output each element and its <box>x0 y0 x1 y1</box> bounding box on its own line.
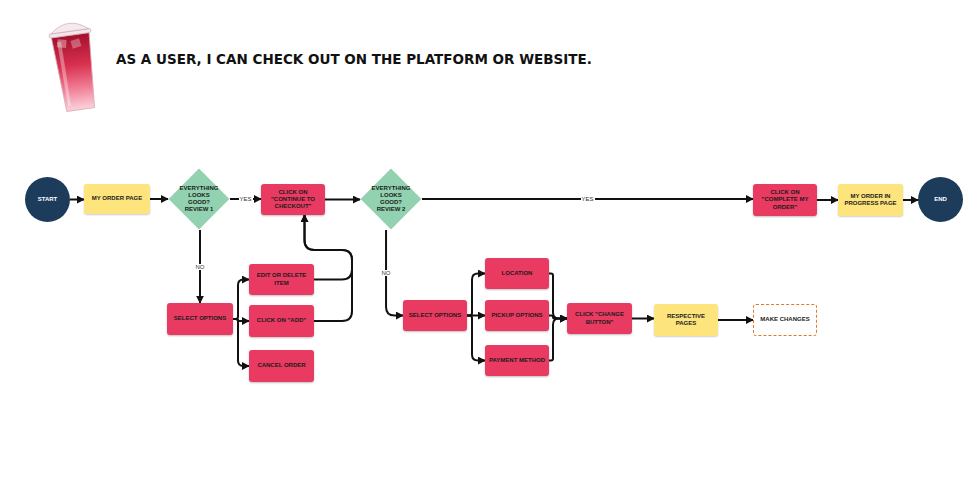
terminal-circle: START <box>25 177 70 222</box>
process-box: CLICK "CHANGE BUTTON" <box>567 303 632 334</box>
node-text: SELECT OPTIONS <box>174 315 226 322</box>
flow-arrow <box>903 199 918 201</box>
node-text: END <box>934 196 947 203</box>
flow-arrow <box>150 198 168 200</box>
node-text: EVERYTHING LOOKS GOOD? REVIEW 2 <box>369 185 413 214</box>
node-text: MY ORDER IN PROGRESS PAGE <box>842 193 899 207</box>
page-title: AS A USER, I CAN CHECK OUT ON THE PLATFO… <box>116 51 592 67</box>
node-text: CANCEL ORDER <box>257 362 305 369</box>
flow-arrow <box>549 319 567 361</box>
edge-label: YES <box>580 196 594 202</box>
node-text: MY ORDER PAGE <box>92 195 142 202</box>
node-text: MAKE CHANGES <box>760 316 809 323</box>
node-text: CLICK ON "ADD" <box>257 317 306 324</box>
cup-group <box>48 20 102 112</box>
edge-label: NO <box>381 270 392 276</box>
node-text: EDIT OR DELETE ITEM <box>253 272 310 286</box>
flow-arrow <box>233 319 249 366</box>
decision-diamond: EVERYTHING LOOKS GOOD? REVIEW 2 <box>360 168 422 230</box>
diamond-fill <box>169 169 230 230</box>
node-text: PICKUP OPTIONS <box>491 312 542 319</box>
process-box: PAYMENT METHOD <box>485 345 549 376</box>
flow-arrow <box>467 316 485 361</box>
flow-arrow <box>549 274 567 319</box>
cup-body <box>51 33 99 113</box>
node-text: CLICK ON "COMPLETE MY ORDER" <box>757 189 813 211</box>
ice-cube <box>70 38 81 48</box>
process-box: CLICK ON "ADD" <box>249 305 314 337</box>
edge-label: NO <box>195 264 206 270</box>
flow-arrow <box>233 280 249 320</box>
process-box: LOCATION <box>485 258 549 289</box>
node-text: START <box>38 196 58 203</box>
node-text: RESPECTIVE PAGES <box>658 313 714 327</box>
flow-arrow <box>718 319 753 321</box>
process-box: CLICK ON "COMPLETE MY ORDER" <box>753 184 817 216</box>
flow-arrow <box>817 199 838 201</box>
flow-arrow <box>70 199 84 201</box>
terminal-circle: END <box>918 177 963 222</box>
process-box: SELECT OPTIONS <box>403 300 467 331</box>
node-text: LOCATION <box>502 270 533 277</box>
node-text: SELECT OPTIONS <box>409 312 461 319</box>
process-box: CANCEL ORDER <box>249 350 314 382</box>
page-box: RESPECTIVE PAGES <box>654 304 718 336</box>
action-box: MAKE CHANGES <box>753 304 817 336</box>
page-box: MY ORDER PAGE <box>84 184 150 214</box>
cup-lid <box>50 21 89 34</box>
node-text: CLICK ON "CONTINUE TO CHECKOUT" <box>265 189 321 211</box>
process-box: PICKUP OPTIONS <box>485 300 549 331</box>
process-box: CLICK ON "CONTINUE TO CHECKOUT" <box>261 184 325 215</box>
diamond-fill <box>361 169 422 230</box>
node-text: PAYMENT METHOD <box>489 357 545 364</box>
process-box: EDIT OR DELETE ITEM <box>249 264 314 295</box>
decision-diamond: EVERYTHING LOOKS GOOD? REVIEW 1 <box>168 168 230 230</box>
flow-arrow <box>467 274 485 316</box>
edge-label: YES <box>238 196 252 202</box>
page-box: MY ORDER IN PROGRESS PAGE <box>838 184 903 216</box>
process-box: SELECT OPTIONS <box>167 303 233 335</box>
cup-outline <box>51 33 99 113</box>
flow-arrow <box>325 199 360 201</box>
drink-illustration <box>46 10 102 114</box>
flow-arrow <box>632 318 654 320</box>
node-text: EVERYTHING LOOKS GOOD? REVIEW 1 <box>177 185 221 214</box>
node-text: CLICK "CHANGE BUTTON" <box>571 311 628 325</box>
